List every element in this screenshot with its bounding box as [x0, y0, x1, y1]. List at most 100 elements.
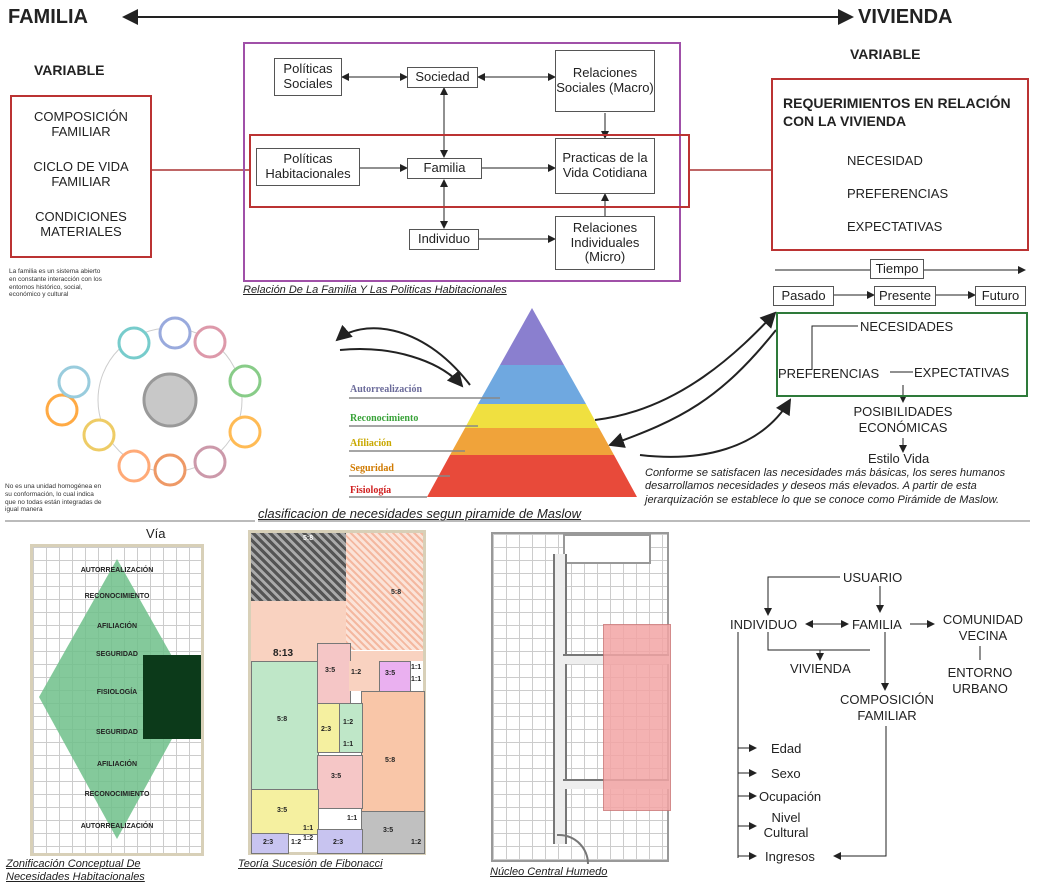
fib-label-20: 1:1 — [347, 815, 358, 822]
zon-band-4: SEGURIDAD — [95, 651, 138, 658]
maslow-level-autorrealizacion — [500, 308, 564, 365]
right-variable-box: REQUERIMIENTOS EN RELACIÓN CON LA VIVIEN… — [771, 78, 1029, 251]
needs-necesidades: NECESIDADES — [860, 319, 954, 334]
zonificacion-plan: AUTORREALIZACIÓN RECONOCIMIENTO AFILIACI… — [30, 544, 204, 856]
fib-label-10: 2:3 — [321, 726, 332, 733]
zon-band-8: RECONOCIMIENTO — [84, 791, 150, 798]
family-intro-text: La familia es un sistema abierto en cons… — [9, 268, 102, 299]
box-sociedad: Sociedad — [407, 67, 478, 88]
usr-composicion: COMPOSICIÓN FAMILIAR — [840, 692, 934, 723]
fib-label-7: 3:5 — [385, 670, 396, 677]
fib-label-16: 1:2 — [303, 835, 314, 842]
left-item-1: COMPOSICIÓN FAMILIAR — [34, 109, 128, 139]
maslow-label-1: Autorrealización — [350, 384, 423, 395]
needs-estilo-vida: Estilo Vida — [868, 451, 930, 466]
zon-band-9: AUTORREALIZACIÓN — [80, 823, 154, 830]
zon-via-label: Vía — [146, 526, 166, 541]
zon-caption: Zonificación Conceptual De Necesidades H… — [6, 858, 145, 883]
fib-label-12: 1:1 — [343, 741, 354, 748]
maslow-level-seguridad — [450, 428, 614, 455]
zon-band-3: AFILIACIÓN — [96, 623, 138, 630]
box-familia: Familia — [407, 158, 482, 179]
center-frame — [243, 42, 681, 282]
zon-band-7: AFILIACIÓN — [96, 761, 138, 768]
fib-label-18: 1:2 — [291, 839, 302, 846]
header-familia: FAMILIA — [8, 6, 88, 28]
right-item-3: EXPECTATIVAS — [847, 219, 943, 234]
needs-preferencias: PREFERENCIAS — [778, 366, 880, 381]
box-presente: Presente — [874, 286, 936, 306]
box-practicas: Practicas de la Vida Cotidiana — [555, 138, 655, 194]
fib-label-22: 3:5 — [383, 827, 394, 834]
maslow-level-fisiologia — [427, 455, 637, 497]
fib-label-14: 5:8 — [385, 757, 396, 764]
family-outro-text: No es una unidad homogénea en su conform… — [5, 483, 102, 514]
needs-box — [776, 312, 1028, 397]
maslow-level-afiliacion — [465, 404, 599, 428]
zon-band-6: SEGURIDAD — [95, 729, 138, 736]
usr-item-ingresos: Ingresos — [765, 849, 815, 864]
fib-label-15: 3:5 — [277, 807, 288, 814]
box-futuro: Futuro — [975, 286, 1026, 306]
nucleo-caption: Núcleo Central Humedo — [490, 866, 608, 878]
fib-label-6: 1:2 — [351, 669, 362, 676]
fib-label-21: 2:3 — [333, 839, 344, 846]
left-variable-title: VARIABLE — [34, 62, 105, 78]
fib-label-11: 1:2 — [343, 719, 354, 726]
usr-item-edad: Edad — [771, 741, 802, 756]
usr-entorno: ENTORNO URBANO — [947, 665, 1013, 696]
usr-comunidad: COMUNIDAD VECINA — [942, 612, 1024, 643]
maslow-text: Conforme se satisfacen las necesidades m… — [645, 467, 1006, 506]
needs-expectativas: EXPECTATIVAS — [914, 365, 1010, 380]
fibonacci-plan: 5:8 5:8 8:13 5:8 3:5 1:2 3:5 1:1 1:1 2:3… — [248, 530, 426, 855]
box-tiempo: Tiempo — [870, 259, 924, 279]
box-politicas-habitacionales: Políticas Habitacionales — [256, 148, 360, 186]
center-caption: Relación De La Familia Y Las Politicas H… — [243, 284, 507, 296]
fib-label-17: 2:3 — [263, 839, 274, 846]
fib-label-8: 1:1 — [411, 664, 422, 671]
nucleo-plan — [491, 532, 671, 864]
usr-usuario: USUARIO — [843, 570, 903, 585]
needs-posibilidades: POSIBILIDADES ECONÓMICAS — [853, 404, 953, 436]
fibonacci-caption: Teoría Sucesión de Fibonacci — [238, 858, 383, 870]
right-item-1: NECESIDAD — [847, 153, 923, 168]
fib-label-19: 1:1 — [303, 825, 314, 832]
fib-label-23: 1:2 — [411, 839, 422, 846]
fib-label-1: 5:8 — [303, 535, 314, 542]
box-individuo: Individuo — [409, 229, 479, 250]
box-politicas-sociales: Políticas Sociales — [274, 58, 342, 96]
left-variable-box: COMPOSICIÓN FAMILIAR CICLO DE VIDA FAMIL… — [10, 95, 152, 258]
box-relaciones-sociales: Relaciones Sociales (Macro) — [555, 50, 655, 112]
maslow-label-5: Fisiología — [350, 485, 392, 496]
fib-label-9: 1:1 — [411, 676, 422, 683]
usr-item-sexo: Sexo — [771, 766, 801, 781]
center-inner-frame — [249, 134, 690, 208]
right-heading: REQUERIMIENTOS EN RELACIÓN CON LA VIVIEN… — [783, 95, 1011, 130]
fib-label-3: 8:13 — [273, 648, 294, 659]
usr-item-ocupacion: Ocupación — [759, 789, 822, 804]
left-item-2: CICLO DE VIDA FAMILIAR — [33, 159, 129, 189]
usr-item-nivel: Nivel Cultural — [763, 810, 809, 840]
fib-label-4: 5:8 — [277, 716, 288, 723]
left-item-3: CONDICIONES MATERIALES — [35, 209, 127, 239]
usr-individuo: INDIVIDUO — [730, 617, 798, 632]
box-pasado: Pasado — [773, 286, 834, 306]
zon-band-2: RECONOCIMIENTO — [84, 593, 150, 600]
fib-label-2: 5:8 — [391, 589, 402, 596]
right-variable-title: VARIABLE — [850, 46, 921, 62]
zon-band-5: FISIOLOGÍA — [96, 689, 138, 696]
maslow-label-4: Seguridad — [350, 463, 394, 474]
maslow-caption: clasificacion de necesidades segun piram… — [258, 506, 582, 521]
usr-familia: FAMILIA — [852, 617, 902, 632]
fib-label-13: 3:5 — [331, 773, 342, 780]
fib-label-5: 3:5 — [325, 667, 336, 674]
maslow-label-2: Reconocimiento — [350, 413, 419, 424]
maslow-label-3: Afiliación — [350, 438, 392, 449]
zon-band-1: AUTORREALIZACIÓN — [80, 567, 154, 574]
header-vivienda: VIVIENDA — [858, 6, 953, 28]
maslow-level-reconocimiento — [478, 365, 586, 404]
right-item-2: PREFERENCIAS — [847, 186, 949, 201]
box-relaciones-individuales: Relaciones Individuales (Micro) — [555, 216, 655, 270]
